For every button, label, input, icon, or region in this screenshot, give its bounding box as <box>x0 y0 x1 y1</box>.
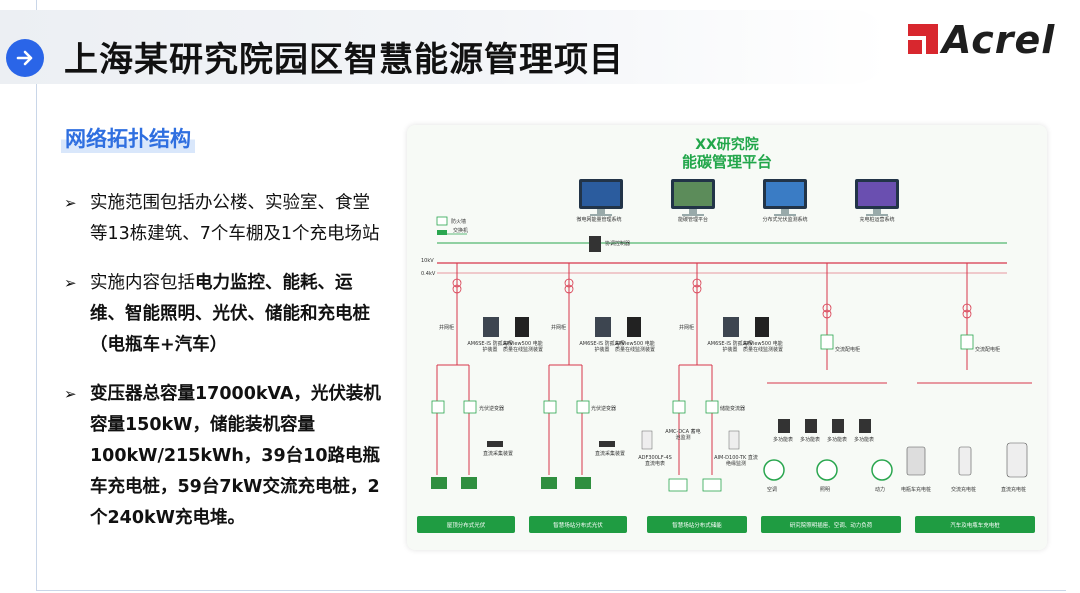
device-label: AM6SE-IS 防孤岛保护装置 <box>579 341 625 353</box>
collector-label: AIM-D100-TK 直流绝缘监测 <box>714 455 758 467</box>
load-label: 照明 <box>820 487 831 493</box>
switch-label: 交换机 <box>453 228 469 234</box>
topology-diagram: XX研究院 能碳管理平台 微电网能量管理系统 能碳管理平台 分布式光伏监测系统 … <box>407 125 1047 550</box>
section-button-storage[interactable]: 智慧场站分布式储能 <box>647 516 747 533</box>
meter-label: 多功能表 <box>800 437 821 443</box>
meter-label: 多功能表 <box>854 437 875 443</box>
bullet-text: 变压器总容量17000kVA，光伏装机容量150kW，储能装机容量100kW/2… <box>90 384 381 528</box>
device-label: APView500 电能质量在线监测装置 <box>743 341 784 353</box>
meter-label: 多功能表 <box>773 437 794 443</box>
inverter-label: 光伏逆变器 <box>591 406 617 412</box>
topology-diagram-graphics <box>431 179 1032 492</box>
device-label: APView500 电能质量在线监测装置 <box>503 341 544 353</box>
feeder-label: 并网柜 <box>679 325 695 331</box>
bullet-marker-icon: ➢ <box>64 385 77 403</box>
logo-text: Acrel <box>942 18 1056 62</box>
collector-label: 直流采集装置 <box>595 451 626 457</box>
device-label: APView500 电能质量在线监测装置 <box>615 341 656 353</box>
inverter-label: 光伏逆变器 <box>479 406 505 412</box>
section-button-loads[interactable]: 研究院照明插座、空调、动力负荷 <box>761 516 901 533</box>
page-frame <box>36 0 1066 591</box>
monitor-label: 微电网能量管理系统 <box>576 217 622 223</box>
feeder-label: 交流配电柜 <box>835 347 861 353</box>
bullet-marker-icon: ➢ <box>64 274 77 292</box>
monitor-icon <box>763 179 807 216</box>
collector-label: 直流采集装置 <box>483 451 514 457</box>
acrel-logo-icon <box>908 24 938 54</box>
charger-label: 电瓶车充电桩 <box>901 487 932 493</box>
firewall-label: 防火墙 <box>451 219 467 225</box>
load-label: 动力 <box>875 487 886 493</box>
load-label: 空调 <box>767 487 778 493</box>
feeder-label: 并网柜 <box>439 325 455 331</box>
section-button-chargers[interactable]: 汽车及电瓶车充电桩 <box>915 516 1035 533</box>
device-label: AM6SE-IS 防孤岛保护装置 <box>467 341 513 353</box>
bus-voltage-label: 0.4kV <box>421 271 436 277</box>
bus-voltage-label: 10kV <box>421 258 434 264</box>
collector-label: AMC-DCA 蓄电池监测 <box>665 429 701 441</box>
monitor-icon <box>671 179 715 216</box>
acrel-logo: Acrel <box>906 18 1066 62</box>
meter-label: 多功能表 <box>827 437 848 443</box>
diagram-title-line1: XX研究院 <box>695 137 759 153</box>
inverter-label: 储能变流器 <box>720 406 746 412</box>
section-button-rooftop-pv[interactable]: 屋顶分布式光伏 <box>417 516 515 533</box>
monitor-label: 分布式光伏监测系统 <box>762 217 808 223</box>
charger-label: 直流充电桩 <box>1001 487 1027 493</box>
bullet-marker-icon: ➢ <box>64 194 77 212</box>
gateway-label: 协调控制器 <box>605 241 631 247</box>
bullet-item: ➢ 变压器总容量17000kVA，光伏装机容量150kW，储能装机容量100kW… <box>64 379 384 534</box>
page-title: 上海某研究院园区智慧能源管理项目 <box>64 40 624 80</box>
collector-label: ADF300LF-4S 直流电表 <box>638 455 672 467</box>
bullet-item: ➢ 实施内容包括电力监控、能耗、运维、智能照明、光伏、储能和充电桩（电瓶车+汽车… <box>64 268 384 361</box>
bullet-bold-text: 电力监控、能耗、运维、智能照明、光伏、储能和充电桩（电瓶车+汽车） <box>90 273 370 355</box>
monitor-label: 能碳管理平台 <box>677 217 708 223</box>
monitor-label: 充电桩运营系统 <box>859 217 895 223</box>
monitor-icon <box>855 179 899 216</box>
feeder-label: 并网柜 <box>551 325 567 331</box>
bullet-item: ➢ 实施范围包括办公楼、实验室、食堂等13栋建筑、7个车棚及1个充电场站 <box>64 188 384 250</box>
monitor-icon <box>579 179 623 216</box>
title-bar: 上海某研究院园区智慧能源管理项目 <box>0 10 890 84</box>
arrow-right-icon[interactable] <box>6 39 44 77</box>
bullet-text: 实施范围包括办公楼、实验室、食堂等13栋建筑、7个车棚及1个充电场站 <box>90 193 380 244</box>
diagram-title-line2: 能碳管理平台 <box>681 153 772 171</box>
feeder-label: 交流配电柜 <box>975 347 1001 353</box>
section-button-station-pv[interactable]: 智慧场站分布式光伏 <box>529 516 627 533</box>
bullet-list: ➢ 实施范围包括办公楼、实验室、食堂等13栋建筑、7个车棚及1个充电场站 ➢ 实… <box>64 188 384 552</box>
bullet-text: 实施内容包括 <box>90 273 195 293</box>
charger-label: 交流充电桩 <box>951 487 977 493</box>
device-label: AM6SE-IS 防孤岛保护装置 <box>707 341 753 353</box>
section-title: 网络拓扑结构 <box>61 123 195 153</box>
